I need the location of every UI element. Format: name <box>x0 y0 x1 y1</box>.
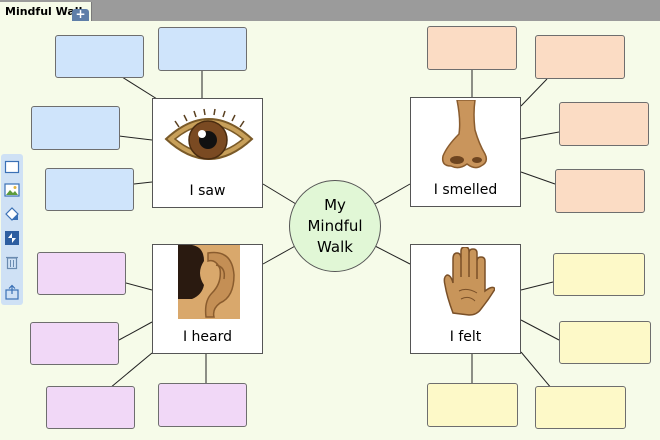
card-label-felt: I felt <box>449 329 482 345</box>
smelled-note-box-3[interactable] <box>559 102 649 146</box>
center-line-2: Mindful <box>307 216 363 235</box>
card-i-saw[interactable]: I saw <box>152 98 263 208</box>
card-i-heard[interactable]: I heard <box>152 244 263 354</box>
smelled-note-box-4[interactable] <box>555 169 645 213</box>
image-icon[interactable] <box>4 182 20 198</box>
rectangle-icon[interactable] <box>4 159 20 175</box>
smelled-note-box-1[interactable] <box>427 26 517 70</box>
heard-note-box-4[interactable] <box>158 383 247 427</box>
card-i-felt[interactable]: I felt <box>410 244 521 354</box>
saw-note-box-1[interactable] <box>55 35 144 78</box>
felt-note-box-1[interactable] <box>553 253 645 296</box>
add-tab-button[interactable]: + <box>72 8 89 21</box>
left-toolbar <box>1 154 23 305</box>
felt-note-box-4[interactable] <box>535 386 626 429</box>
felt-note-box-2[interactable] <box>559 321 651 364</box>
center-line-1: My <box>324 195 346 214</box>
center-line-3: Walk <box>317 237 353 256</box>
saw-note-box-4[interactable] <box>45 168 134 211</box>
saw-note-box-2[interactable] <box>158 27 247 71</box>
saw-note-box-3[interactable] <box>31 106 120 150</box>
tab-bar: Mindful Walk + <box>0 0 660 21</box>
fill-icon[interactable] <box>4 206 20 222</box>
ear-icon <box>178 245 240 319</box>
heard-note-box-2[interactable] <box>30 322 119 365</box>
card-label-heard: I heard <box>182 329 233 345</box>
nose-icon <box>441 100 488 169</box>
trash-icon[interactable] <box>4 254 20 270</box>
center-topic[interactable]: My Mindful Walk <box>289 180 381 272</box>
tab-mindful-walk[interactable]: Mindful Walk <box>0 2 92 21</box>
felt-note-box-3[interactable] <box>427 383 518 427</box>
card-label-smelled: I smelled <box>433 182 498 198</box>
card-label-saw: I saw <box>189 183 226 199</box>
heard-note-box-1[interactable] <box>37 252 126 295</box>
bring-to-front-icon[interactable] <box>4 230 20 246</box>
card-i-smelled[interactable]: I smelled <box>410 97 521 207</box>
smelled-note-box-2[interactable] <box>535 35 625 79</box>
hand-icon <box>443 247 495 316</box>
heard-note-box-3[interactable] <box>46 386 135 429</box>
share-icon[interactable] <box>4 284 20 300</box>
eye-icon <box>164 108 254 160</box>
